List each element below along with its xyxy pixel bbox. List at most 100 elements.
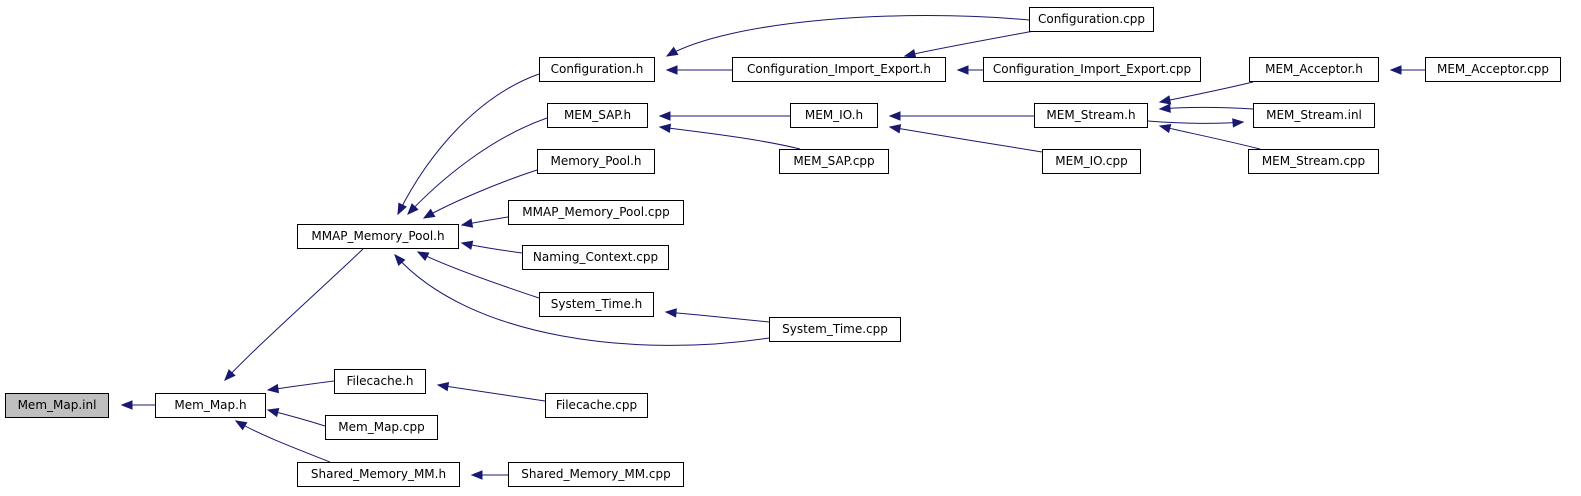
edge-arrowhead <box>658 111 671 121</box>
edge-n23-to-n1 <box>266 407 326 427</box>
edge-n25-to-n24 <box>470 470 508 480</box>
node-shared-memory-mm-h[interactable]: Shared_Memory_MM.h <box>297 462 460 487</box>
edge-arrowhead <box>1158 95 1172 105</box>
edge-arrowhead <box>1158 103 1171 113</box>
node-mem-acceptor-cpp[interactable]: MEM_Acceptor.cpp <box>1425 57 1561 82</box>
edge-n19-to-n2 <box>416 251 540 299</box>
edge-arrowhead <box>120 400 133 410</box>
edge-arrowhead <box>266 407 280 418</box>
node-naming-context-cpp[interactable]: Naming_Context.cpp <box>522 245 669 270</box>
edge-line <box>235 420 331 463</box>
edge-n21-to-n1 <box>266 380 335 394</box>
edge-n1-to-n0 <box>120 400 155 410</box>
edge-n2-to-n1 <box>224 248 364 381</box>
edge-arrowhead <box>888 124 902 134</box>
node-filecache-cpp[interactable]: Filecache.cpp <box>545 393 648 418</box>
edge-arrowhead <box>956 65 969 75</box>
edge-line <box>666 15 1030 57</box>
edge-line <box>1159 81 1254 103</box>
edge-line <box>417 251 540 299</box>
edge-arrowhead <box>416 251 430 262</box>
node-mem-sap-cpp[interactable]: MEM_SAP.cpp <box>779 149 889 174</box>
edge-arrowhead <box>1232 118 1245 128</box>
node-shared-memory-mm-cpp[interactable]: Shared_Memory_MM.cpp <box>508 462 684 487</box>
edge-arrowhead <box>664 308 677 318</box>
edge-n17-to-n2 <box>460 216 509 228</box>
edge-arrowhead <box>234 420 248 431</box>
edge-arrowhead <box>266 383 280 394</box>
edge-line <box>407 117 548 215</box>
node-mem-stream-inl[interactable]: MEM_Stream.inl <box>1253 103 1375 128</box>
edge-n3-to-n2 <box>397 73 540 216</box>
node-configuration-h[interactable]: Configuration.h <box>539 57 655 82</box>
edge-arrowhead <box>394 253 406 267</box>
edge-line <box>1159 125 1261 150</box>
edge-n5-to-n3 <box>665 65 732 75</box>
node-configuration-import-export-h[interactable]: Configuration_Import_Export.h <box>732 57 946 82</box>
edge-n20-to-n2 <box>394 253 770 346</box>
edge-n24-to-n1 <box>234 420 331 463</box>
edge-n9-to-n8 <box>888 111 1034 121</box>
edge-n7-to-n2 <box>407 117 548 215</box>
edge-line <box>1159 107 1254 110</box>
node-mmap-memory-pool-h[interactable]: MMAP_Memory_Pool.h <box>297 224 459 249</box>
node-mem-stream-cpp[interactable]: MEM_Stream.cpp <box>1248 149 1379 174</box>
node-filecache-h[interactable]: Filecache.h <box>334 369 426 394</box>
edge-n9-to-n12 <box>1147 118 1245 128</box>
edge-arrowhead <box>407 203 419 215</box>
edge-n10-to-n9 <box>1158 81 1254 105</box>
edge-arrowhead <box>1158 123 1172 134</box>
edge-line <box>423 169 538 219</box>
edge-arrowhead <box>665 65 678 75</box>
edge-n12-to-n9 <box>1158 103 1254 113</box>
edge-n11-to-n10 <box>1389 65 1425 75</box>
edge-line <box>224 248 364 381</box>
node-mem-stream-h[interactable]: MEM_Stream.h <box>1034 103 1148 128</box>
edge-line <box>659 126 801 150</box>
node-configuration-cpp[interactable]: Configuration.cpp <box>1029 7 1154 32</box>
edge-n6-to-n5 <box>956 65 983 75</box>
node-mmap-memory-pool-cpp[interactable]: MMAP_Memory_Pool.cpp <box>508 200 684 225</box>
node-mem-io-cpp[interactable]: MEM_IO.cpp <box>1042 149 1141 174</box>
edge-line <box>665 311 770 323</box>
node-system-time-cpp[interactable]: System_Time.cpp <box>769 317 901 342</box>
edge-arrowhead <box>903 48 917 59</box>
edge-line <box>889 126 1043 153</box>
edge-n8-to-n7 <box>658 111 790 121</box>
edge-arrowhead <box>436 381 450 392</box>
node-mem-map-h[interactable]: Mem_Map.h <box>155 393 266 418</box>
edge-line <box>904 30 1035 57</box>
node-mem-acceptor-h[interactable]: MEM_Acceptor.h <box>1249 57 1379 82</box>
edge-arrowhead <box>1389 65 1402 75</box>
edge-arrowhead <box>665 46 679 57</box>
edge-n22-to-n21 <box>436 381 546 402</box>
edge-n20-to-n19 <box>664 308 770 323</box>
edge-arrowhead <box>470 470 483 480</box>
edge-n16-to-n2 <box>422 169 538 219</box>
edge-line <box>1147 120 1244 124</box>
edge-arrowhead <box>460 240 474 250</box>
edge-n4-to-n3 <box>665 15 1030 57</box>
edge-arrowhead <box>397 202 407 216</box>
edge-n13-to-n9 <box>1158 123 1261 150</box>
edge-line <box>394 254 770 346</box>
edge-arrowhead <box>658 123 672 134</box>
edge-n18-to-n2 <box>460 240 523 254</box>
node-mem-map-cpp[interactable]: Mem_Map.cpp <box>325 415 438 440</box>
node-memory-pool-h[interactable]: Memory_Pool.h <box>537 149 655 174</box>
node-mem-sap-h[interactable]: MEM_SAP.h <box>547 103 648 128</box>
node-configuration-import-export-cpp[interactable]: Configuration_Import_Export.cpp <box>983 57 1201 82</box>
edge-arrowhead <box>460 218 474 228</box>
edge-line <box>397 73 540 215</box>
edge-arrowhead <box>422 208 436 219</box>
edge-arrowhead <box>224 369 236 381</box>
edge-n4-to-n5 <box>903 30 1035 59</box>
edge-arrowhead <box>888 111 901 121</box>
edge-n14-to-n8 <box>888 124 1043 153</box>
node-mem-map-inl: Mem_Map.inl <box>5 393 109 418</box>
node-mem-io-h[interactable]: MEM_IO.h <box>790 103 878 128</box>
edge-line <box>437 384 546 402</box>
node-system-time-h[interactable]: System_Time.h <box>539 292 654 317</box>
